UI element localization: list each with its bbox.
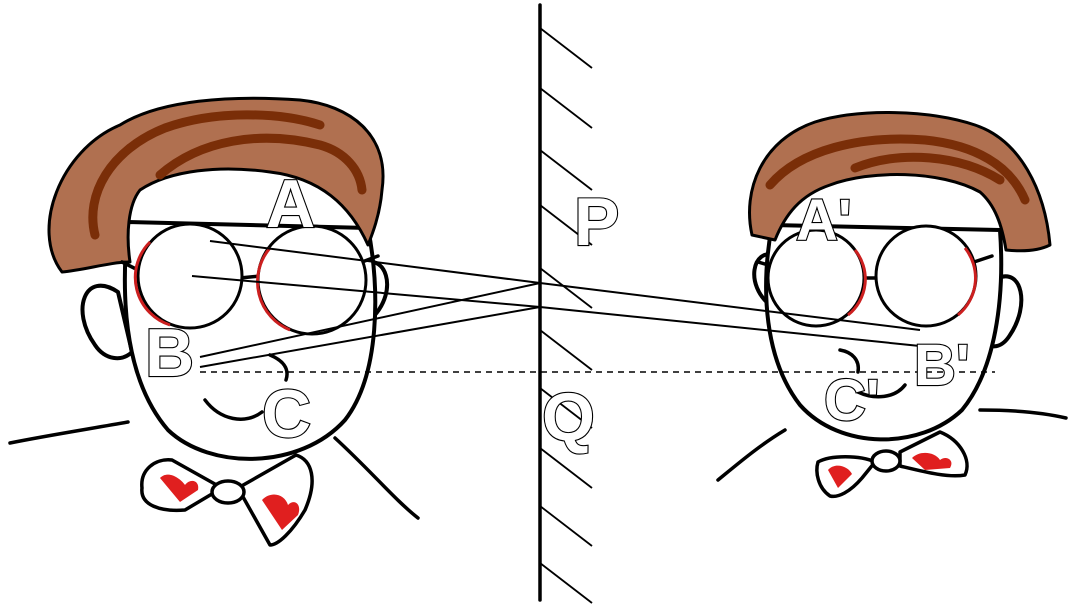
label-A: A [266, 166, 315, 242]
ray-virtual-1 [539, 282, 921, 331]
mirror-hatching [539, 27, 593, 604]
right-person-bow-tie [815, 430, 969, 499]
right-person-mouth [856, 383, 907, 399]
left-person-mouth [203, 398, 264, 421]
right-person-hair-streak [765, 134, 1030, 205]
label-C: C [262, 376, 311, 452]
left-person-hair-streak-2 [155, 133, 367, 195]
ray-reflected-1 [199, 282, 541, 358]
left-person [8, 96, 420, 547]
right-person [716, 111, 1068, 499]
right-person-hair-streak-2 [850, 152, 1005, 185]
label-P: P [574, 184, 619, 260]
left-person-bow-tie [140, 453, 314, 547]
ray-reflected-2 [199, 306, 541, 368]
plane-mirror [538, 3, 593, 604]
left-person-shoulder-right [333, 436, 420, 520]
label-B-prime: B' [914, 333, 970, 398]
ray-virtual-2 [539, 306, 921, 347]
label-A-prime: A' [796, 188, 852, 253]
label-B: B [145, 315, 194, 391]
right-person-shoulder-left [716, 428, 787, 482]
right-person-glasses [756, 224, 994, 328]
point-labels: A B C P Q A' B' C' [144, 165, 971, 456]
right-person-cheek [838, 348, 861, 374]
label-Q: Q [542, 379, 595, 455]
left-person-shoulder-left [8, 420, 130, 445]
left-person-glasses [120, 222, 380, 336]
left-person-cheek [268, 353, 289, 382]
ray-incident-2 [191, 275, 541, 308]
ray-incident-1 [209, 240, 541, 284]
left-person-ear [80, 283, 134, 361]
left-person-hair-streak [88, 110, 325, 240]
label-C-prime: C' [824, 368, 880, 433]
light-rays [191, 240, 995, 373]
right-person-shoulder-right [978, 408, 1068, 420]
